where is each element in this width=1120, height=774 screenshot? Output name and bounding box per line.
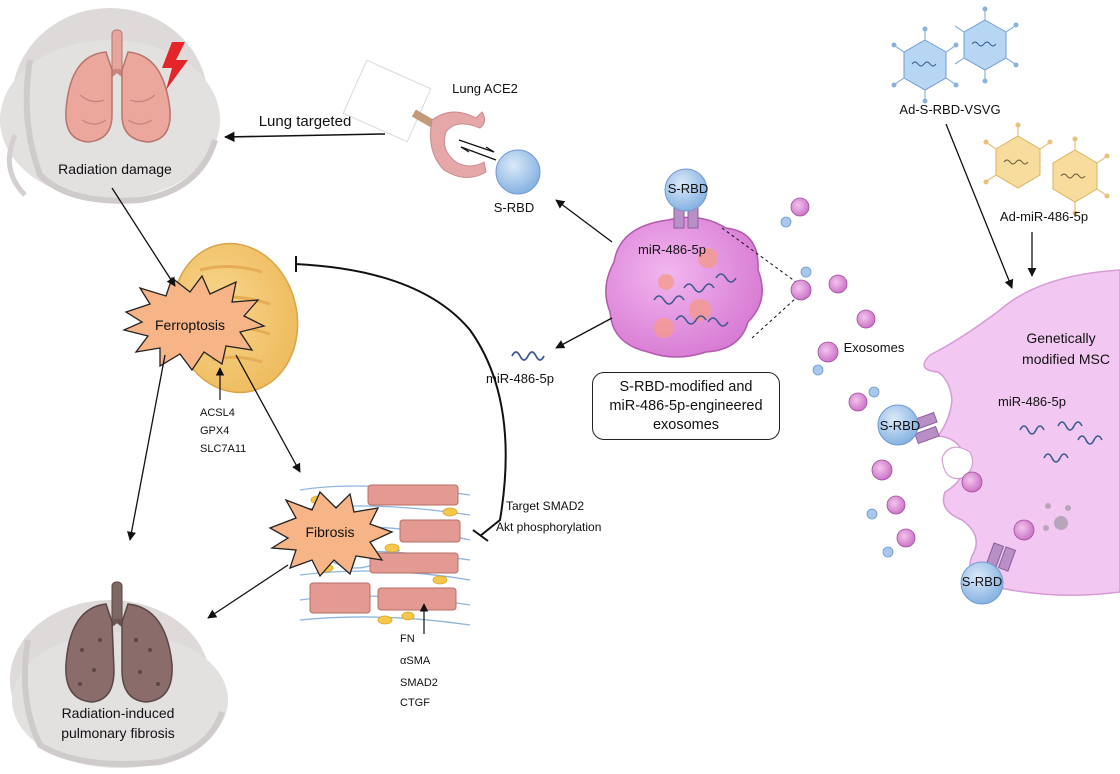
- ace2-receptor-icon: [342, 59, 487, 178]
- ad-mir-label: Ad-miR-486-5p: [1000, 209, 1088, 224]
- exosome-description-box: S-RBD-modified and miR-486-5p-engineered…: [592, 372, 780, 440]
- lung-icon-fibrotic: [65, 581, 173, 703]
- mir-exosome-label: miR-486-5p: [638, 242, 706, 257]
- fibrosis-label: Fibrosis: [305, 524, 354, 540]
- s-rbd-exosome-label: S-RBD: [668, 181, 708, 196]
- s-rbd-free-label: S-RBD: [494, 200, 534, 215]
- msc-srbd-top-label: S-RBD: [880, 418, 920, 433]
- virus-icon-s-rbd: [891, 6, 1019, 104]
- engineered-exosome: [605, 168, 763, 358]
- rpf-label-line2: pulmonary fibrosis: [61, 725, 175, 741]
- smad2-label: SMAD2: [400, 677, 438, 689]
- msc-mir-label: miR-486-5p: [998, 394, 1066, 409]
- target-smad2-label: Target SMAD2: [506, 499, 584, 513]
- mouse-icon-bottom: [10, 600, 228, 768]
- exosome-box-line2: miR-486-5p-engineered: [609, 398, 763, 414]
- s-rbd-sphere: [495, 149, 541, 195]
- mir-free-label: miR-486-5p: [486, 371, 554, 386]
- lung-icon-healthy: [65, 29, 171, 143]
- msc-label-line2: modified MSC: [1022, 351, 1110, 367]
- exosomes-label: Exosomes: [844, 340, 905, 355]
- lung-targeted-label: Lung targeted: [259, 113, 352, 130]
- msc-cell: [877, 269, 1120, 605]
- virus-icon-mir: [983, 122, 1110, 216]
- rna-icon-free: [511, 351, 545, 361]
- ctgf-label: CTGF: [400, 697, 430, 709]
- fn-label: FN: [400, 633, 415, 645]
- msc-label-line1: Genetically: [1026, 330, 1095, 346]
- gpx4-label: GPX4: [200, 425, 229, 437]
- exosome-particles: [780, 197, 916, 558]
- ferroptosis-label: Ferroptosis: [155, 317, 225, 333]
- acsl4-label: ACSL4: [200, 407, 235, 419]
- lung-ace2-label: Lung ACE2: [452, 81, 518, 96]
- fibrosis-burst: [268, 490, 394, 578]
- lightning-icon: [162, 42, 188, 90]
- rpf-label-line1: Radiation-induced: [62, 705, 175, 721]
- msc-srbd-bottom-label: S-RBD: [962, 574, 1002, 589]
- akt-label: Akt phosphorylation: [496, 520, 601, 534]
- exosome-box-line3: exosomes: [652, 417, 720, 433]
- ferroptosis-burst: [122, 274, 266, 372]
- radiation-damage-label: Radiation damage: [58, 161, 172, 177]
- exosome-box-line1: S-RBD-modified and: [619, 379, 753, 395]
- ad-s-rbd-vsvg-label: Ad-S-RBD-VSVG: [899, 102, 1000, 117]
- asma-label: αSMA: [400, 655, 431, 667]
- slc7a11-label: SLC7A11: [200, 443, 246, 455]
